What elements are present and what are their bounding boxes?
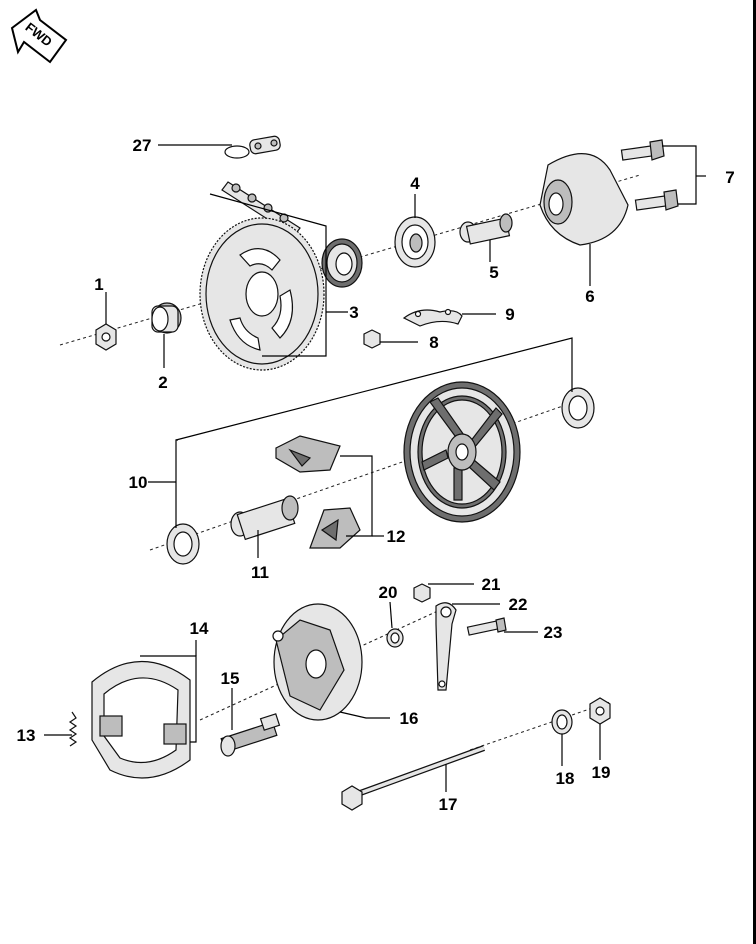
small-nut[interactable] [363,329,381,349]
callout-12: 12 [387,527,406,546]
hub-bearing[interactable] [394,216,436,268]
axle-axis-bottom [469,701,611,751]
brake-panel[interactable] [272,603,363,721]
callout-18: 18 [556,769,575,788]
callout-1: 1 [94,275,103,294]
hub-bolt-lower[interactable] [634,189,679,211]
lock-plate[interactable] [402,308,463,327]
axle-washer[interactable] [551,709,573,735]
callout-15: 15 [221,669,240,688]
callout-13: 13 [17,726,36,745]
callout-17: 17 [439,795,458,814]
brake-arm[interactable] [435,602,457,691]
brake-arm-nut[interactable] [413,583,431,603]
callout-22: 22 [509,595,528,614]
hub-damper-upper[interactable] [275,435,341,473]
callout-23: 23 [544,623,563,642]
callout-6: 6 [585,287,594,306]
brake-arm-washer[interactable] [386,628,404,648]
shoe-spring-left[interactable] [68,711,78,747]
hub-damper-lower[interactable] [309,507,361,549]
wheel-bearing-left[interactable] [166,523,200,565]
callout-5: 5 [489,263,498,282]
callout-27: 27 [133,136,152,155]
brake-arm-bolt[interactable] [466,617,507,636]
axle-nut-left[interactable] [95,323,117,351]
callout-labels: 27 1 2 3 4 5 6 7 8 9 10 11 12 13 14 15 1… [17,136,735,814]
right-border-line [753,0,756,944]
wheel-spacer-tube[interactable] [230,495,299,541]
forward-arrow-icon: FWD [10,8,68,64]
rear-axle[interactable] [341,745,486,811]
brake-cam-shaft[interactable] [220,713,281,757]
hub-bolt-upper[interactable] [620,139,665,161]
sprocket-hub-sleeve[interactable] [459,213,513,245]
callout-2: 2 [158,373,167,392]
callout-7: 7 [725,168,734,187]
callout-21: 21 [482,575,501,594]
callout-19: 19 [592,763,611,782]
sprocket-collar[interactable] [151,302,182,334]
chain-master-link[interactable] [224,135,281,159]
callout-4: 4 [410,174,420,193]
callout-20: 20 [379,583,398,602]
brake-shoe-assembly[interactable] [91,660,191,779]
sprocket-hub[interactable] [539,153,629,246]
wheel-bearing-right[interactable] [561,387,595,429]
rear-sprocket[interactable] [199,217,325,371]
callout-8: 8 [429,333,438,352]
callout-9: 9 [505,305,514,324]
callout-10: 10 [129,473,148,492]
axle-castle-nut[interactable] [589,697,611,725]
callout-14: 14 [190,619,209,638]
callout-16: 16 [400,709,419,728]
callout-3: 3 [349,303,358,322]
rear-wheel-rim[interactable] [403,381,521,523]
sprocket-bearing[interactable] [321,238,363,288]
callout-11: 11 [251,563,269,582]
leader-lines [44,144,706,792]
